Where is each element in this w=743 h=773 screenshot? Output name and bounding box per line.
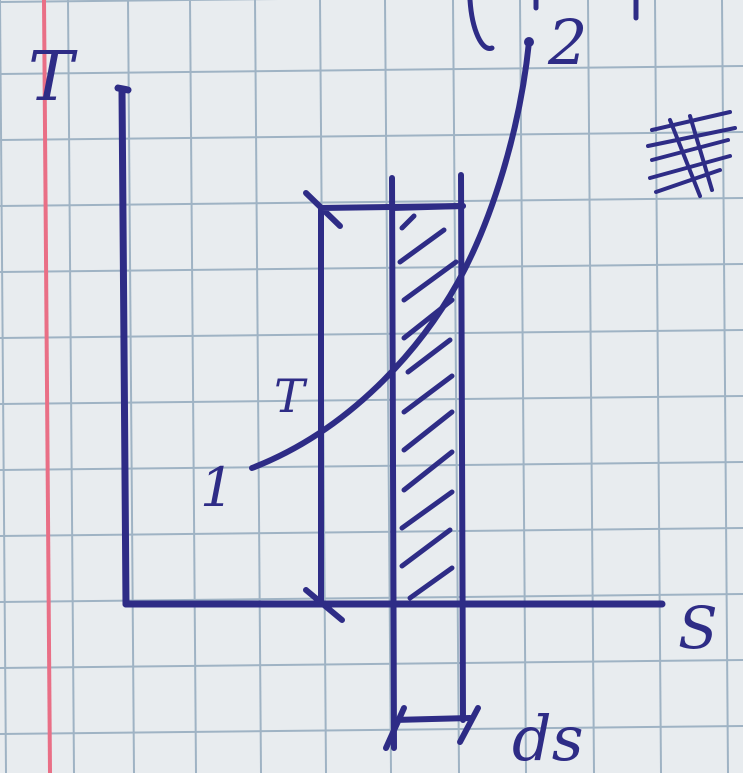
grid-line-vertical <box>452 0 460 773</box>
grid-line-horizontal <box>0 725 743 735</box>
grid-line-vertical <box>0 0 7 773</box>
grid-line-horizontal <box>0 0 279 3</box>
grid-line-horizontal <box>0 659 743 669</box>
margin-line <box>42 0 52 773</box>
point-2-label: 2 <box>547 6 587 79</box>
grid-line-vertical <box>587 0 595 773</box>
scribble-mark <box>646 110 737 198</box>
y-axis <box>114 84 132 608</box>
temperature-mark-label: T <box>274 369 308 423</box>
top-edge-marks <box>467 0 639 51</box>
grid-line-vertical <box>189 0 197 773</box>
process-curve <box>249 39 532 471</box>
ds-label: ds <box>512 702 584 773</box>
point-2-marker <box>524 37 534 47</box>
strip-right-edge <box>458 172 466 723</box>
grid-line-vertical <box>67 0 75 773</box>
y-axis-label: T <box>28 38 78 117</box>
grid-line-horizontal <box>0 65 743 75</box>
grid-line-vertical <box>384 0 392 773</box>
x-axis-label: S <box>678 594 718 662</box>
grid-line-vertical <box>254 0 262 773</box>
strip-left-edge <box>389 175 397 751</box>
grid-line-vertical <box>519 0 527 773</box>
ds-dimension-line <box>383 705 481 751</box>
point-1-label: 1 <box>200 456 234 519</box>
grid-line-vertical <box>127 0 135 773</box>
strip-top-edge <box>389 203 466 211</box>
